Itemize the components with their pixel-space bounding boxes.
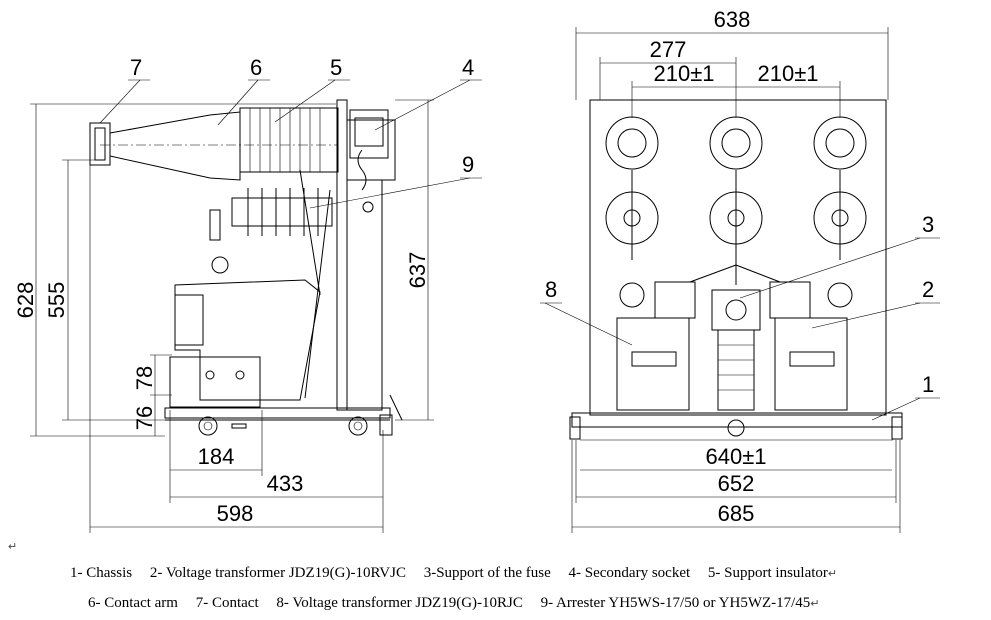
caption-line-1: 1- Chassis 2- Voltage transformer JDZ19(…	[70, 565, 837, 582]
dim-210-right: 210±1	[757, 61, 818, 86]
side-view: 7 6 5 4 9 628 555 637 78 76 184 433 598	[13, 55, 482, 533]
dim-637: 637	[405, 252, 430, 289]
dim-598: 598	[217, 501, 254, 526]
callout-9: 9	[462, 152, 474, 177]
callout-7: 7	[130, 55, 142, 80]
front-view: 3 2 8 1 638 277 210±1 210±1 640±1 652 68…	[540, 7, 940, 533]
dim-638: 638	[714, 7, 751, 32]
dim-78: 78	[132, 366, 157, 390]
caption-arrester: 9- Arrester YH5WS-17/50 or YH5WZ-17/45	[540, 595, 811, 611]
callout-3: 3	[922, 212, 934, 237]
callout-2: 2	[922, 277, 934, 302]
return-mark: ↵	[8, 541, 18, 553]
dim-652: 652	[718, 471, 755, 496]
caption-secondary-socket: 4- Secondary socket	[568, 565, 691, 581]
dim-210-left: 210±1	[653, 61, 714, 86]
callout-1: 1	[922, 372, 934, 397]
technical-drawing: 7 6 5 4 9 628 555 637 78 76 184 433 598	[13, 7, 940, 533]
dim-628: 628	[13, 282, 38, 319]
dim-685: 685	[718, 501, 755, 526]
callout-6: 6	[250, 55, 262, 80]
phase-assemblies	[605, 116, 867, 411]
caption-support-insulator: 5- Support insulator	[707, 565, 828, 581]
caption-contact: 7- Contact	[195, 595, 259, 611]
dim-277: 277	[650, 37, 687, 62]
dim-555: 555	[44, 282, 69, 319]
callout-5: 5	[330, 55, 342, 80]
caption-fuse-support: 3-Support of the fuse	[423, 565, 551, 581]
caption-line-2: 6- Contact arm 7- Contact 8- Voltage tra…	[88, 595, 820, 612]
dim-76: 76	[132, 406, 157, 430]
dim-184: 184	[198, 444, 235, 469]
arrester	[231, 188, 374, 236]
callout-8: 8	[545, 277, 557, 302]
caption-contact-arm: 6- Contact arm	[88, 595, 178, 611]
caption-vt-rjc: 8- Voltage transformer JDZ19(G)-10RJC	[276, 595, 523, 611]
callout-4: 4	[462, 55, 474, 80]
return-mark-1: ↵	[827, 568, 838, 580]
support-insulator-ribs	[239, 107, 339, 173]
dim-433: 433	[267, 471, 304, 496]
caption-vt-rvjc: 2- Voltage transformer JDZ19(G)-10RVJC	[149, 565, 406, 581]
return-mark-2: ↵	[810, 598, 820, 610]
dim-640: 640±1	[705, 444, 766, 469]
caption-chassis: 1- Chassis	[70, 565, 133, 581]
